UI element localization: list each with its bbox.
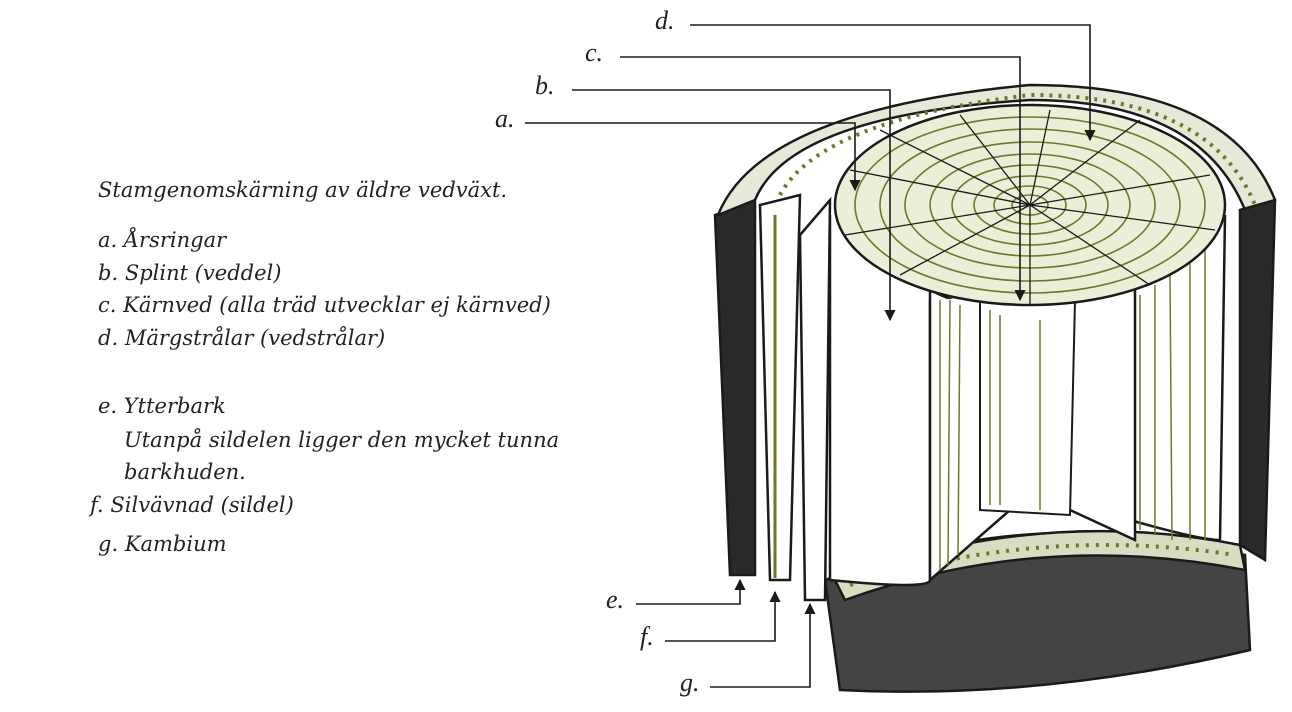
heartwood-core [979, 299, 1076, 517]
legend-text: Årsringar [123, 228, 227, 252]
legend-note-line2: barkhuden. [124, 460, 246, 484]
legend-item-b: b. Splint (veddel) [98, 261, 281, 285]
legend-text: Kärnved (alla träd utvecklar ej kärnved) [123, 293, 551, 317]
legend-note-line1: Utanpå sildelen ligger den mycket tunna [124, 428, 560, 452]
legend-item-c: c. Kärnved (alla träd utvecklar ej kärnv… [98, 293, 551, 317]
cambium-strip [798, 196, 832, 602]
legend-item-e: e. Ytterbark [98, 394, 226, 418]
label-c: c. [585, 38, 604, 67]
legend-text: Ytterbark [123, 394, 226, 418]
legend-key: d. [98, 326, 119, 350]
label-f: f. [640, 622, 654, 651]
label-d: d. [655, 6, 675, 35]
phloem-strip [758, 193, 802, 582]
legend-item-d: d. Märgstrålar (vedstrålar) [98, 326, 385, 350]
label-g: g. [680, 668, 700, 697]
legend-key: f. [90, 493, 104, 517]
legend-text: Splint (veddel) [124, 261, 282, 285]
legend-title: Stamgenomskärning av äldre vedväxt. [98, 178, 508, 202]
legend-item-a: a. Årsringar [98, 228, 226, 252]
label-b: b. [535, 71, 555, 100]
legend-key: a. [98, 228, 118, 252]
outer-bark-left [713, 198, 757, 577]
label-a: a. [495, 104, 515, 133]
outer-bark-right [1238, 198, 1277, 563]
legend-item-f: f. Silvävnad (sildel) [90, 493, 294, 517]
legend-text: Kambium [124, 532, 227, 556]
medullary-rays [844, 109, 1216, 305]
legend-text: Silvävnad (sildel) [110, 493, 294, 517]
legend-key: b. [98, 261, 119, 285]
label-e: e. [606, 585, 625, 614]
legend-key: c. [98, 293, 117, 317]
legend-key: g. [98, 532, 119, 556]
legend-text: Märgstrålar (vedstrålar) [124, 326, 386, 350]
legend-item-g: g. Kambium [98, 532, 227, 556]
legend-key: e. [98, 394, 118, 418]
leader-lines [525, 24, 1096, 688]
